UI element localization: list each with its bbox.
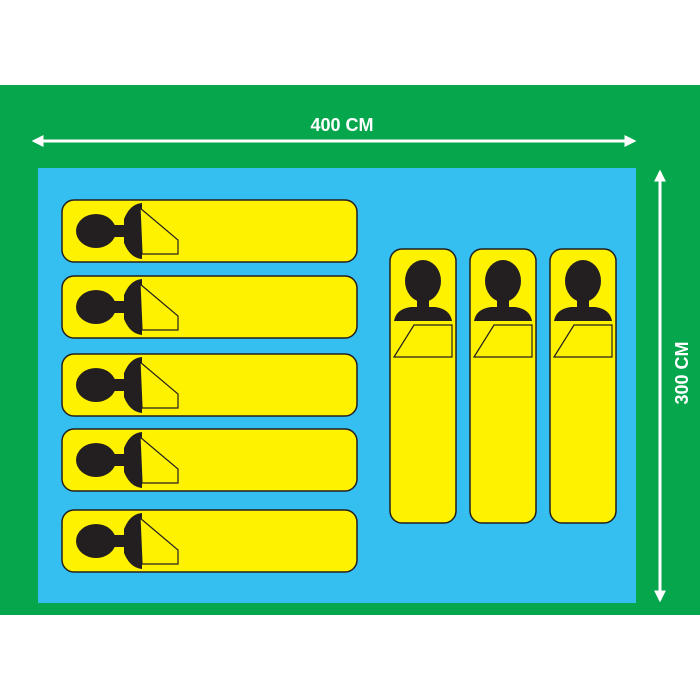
bag-flap — [139, 360, 179, 409]
person-silhouette-icon — [76, 279, 142, 335]
vertical-sleeping-bags — [389, 248, 617, 524]
bag-flap — [139, 206, 179, 255]
sleeping-bag-vertical — [389, 248, 457, 524]
height-dimension: 300 CM — [654, 169, 692, 603]
sleeping-bag-horizontal — [61, 353, 358, 417]
sleeping-bag-horizontal — [61, 275, 358, 339]
bag-flap — [139, 282, 179, 331]
person-silhouette-icon — [76, 432, 142, 488]
sleeping-bag-horizontal — [61, 428, 358, 492]
bag-flap — [472, 324, 533, 358]
width-label: 400 CM — [310, 115, 373, 135]
bag-flap — [139, 435, 179, 484]
person-silhouette-icon — [76, 513, 142, 569]
person-silhouette-icon — [474, 260, 532, 321]
person-silhouette-icon — [76, 357, 142, 413]
sleeping-bag-horizontal — [61, 199, 358, 263]
person-silhouette-icon — [76, 203, 142, 259]
person-silhouette-icon — [554, 260, 612, 321]
bag-flap — [552, 324, 613, 358]
bag-flap — [139, 516, 179, 565]
sleeping-bag-vertical — [469, 248, 537, 524]
bag-flap — [392, 324, 453, 358]
height-label: 300 CM — [672, 341, 692, 404]
person-silhouette-icon — [394, 260, 452, 321]
sleeping-bag-horizontal — [61, 509, 358, 573]
width-dimension: 400 CM — [31, 115, 637, 147]
horizontal-sleeping-bags — [61, 199, 358, 573]
sleeping-bag-vertical — [549, 248, 617, 524]
